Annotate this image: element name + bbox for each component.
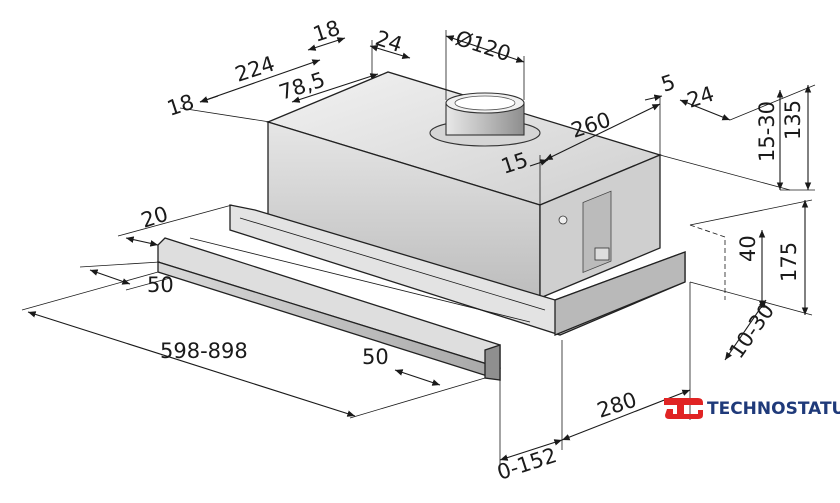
dim-5: 5 — [658, 70, 678, 97]
brand-logo: TECHNOSTATUS — [664, 398, 840, 419]
dim-18-top: 18 — [310, 16, 343, 47]
dim-0-152: 0-152 — [494, 443, 559, 485]
dim-135: 135 — [781, 100, 805, 140]
dim-24-top: 24 — [372, 26, 405, 57]
brand-name: TECHNOSTATUS — [707, 399, 840, 419]
hood-body — [157, 71, 686, 381]
dim-598-898: 598-898 — [160, 339, 248, 363]
dim-20: 20 — [138, 202, 171, 233]
dim-15-30: 15-30 — [755, 101, 779, 162]
dim-175: 175 — [777, 242, 801, 282]
dim-40: 40 — [736, 235, 760, 262]
dim-120: Ø120 — [452, 26, 513, 66]
dim-10-30: 10-30 — [724, 299, 779, 363]
dim-18-left: 18 — [164, 90, 197, 121]
ts-logo-icon — [664, 398, 703, 419]
dim-50-left: 50 — [147, 273, 174, 297]
dim-24-right: 24 — [684, 82, 717, 113]
dim-260: 260 — [568, 108, 614, 143]
duct-collar — [429, 92, 541, 147]
dim-50-front: 50 — [362, 345, 389, 369]
dim-224: 224 — [232, 52, 278, 87]
dim-280: 280 — [594, 388, 640, 423]
